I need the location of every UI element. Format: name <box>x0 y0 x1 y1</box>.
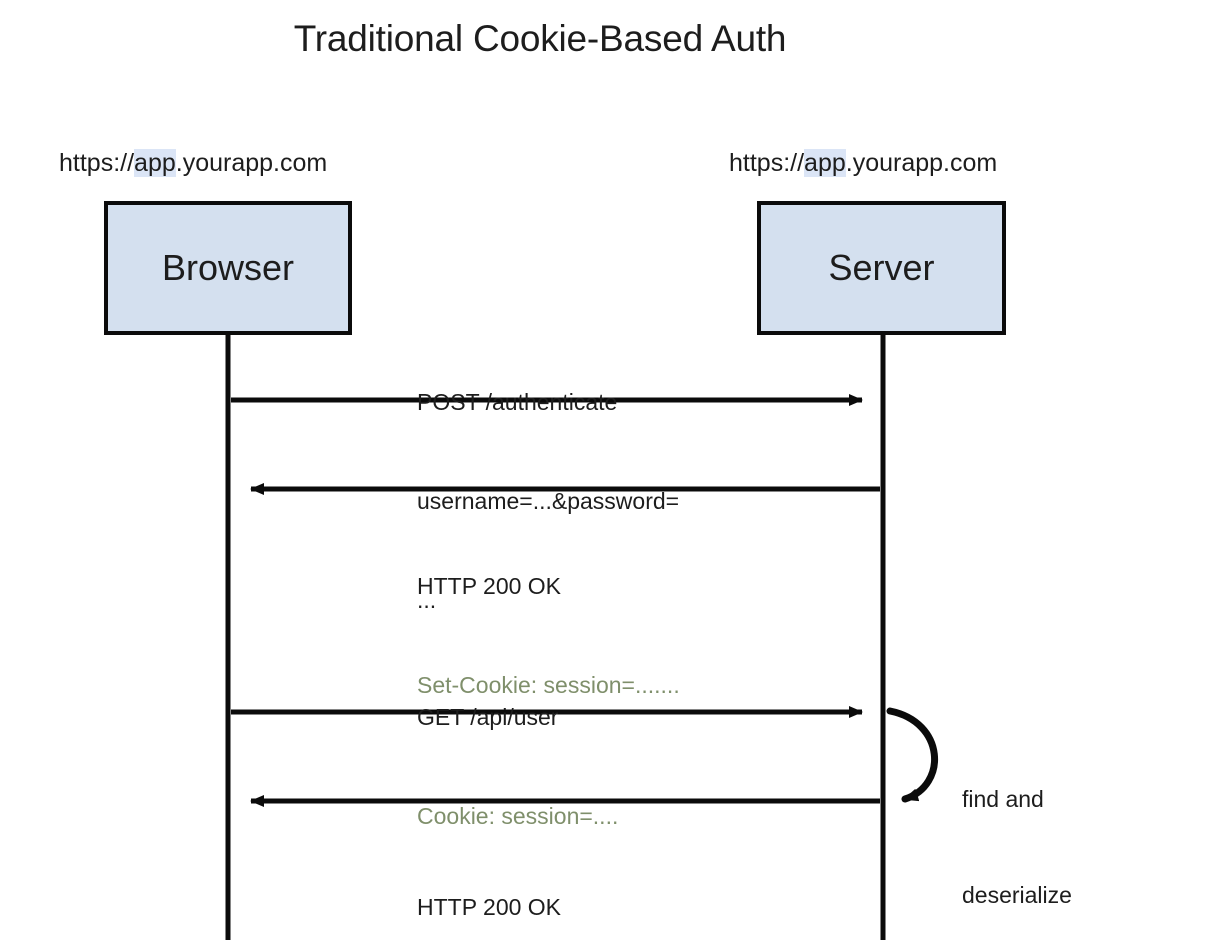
message-1-line-3: ... <box>417 587 437 613</box>
actor-box-server[interactable]: Server <box>757 201 1006 335</box>
actor-label-server: Server <box>828 247 935 288</box>
origin-prefix-server: https:// <box>729 149 805 177</box>
actor-box-browser[interactable]: Browser <box>104 201 352 335</box>
message-3-line-2: Cookie: session=.... <box>417 803 619 829</box>
origin-suffix-server: .yourapp.com <box>845 149 998 177</box>
self-loop-note-line-2: deserialize <box>962 882 1072 908</box>
origin-label-browser: https://app.yourapp.com <box>59 149 327 178</box>
message-label-2: HTTP 200 OK Set-Cookie: session=....... <box>417 504 680 768</box>
origin-suffix-browser: .yourapp.com <box>175 149 328 177</box>
self-loop-note-line-1: find and <box>962 786 1044 812</box>
origin-highlight-server: app <box>804 149 846 177</box>
origin-label-server: https://app.yourapp.com <box>729 149 997 178</box>
message-1-line-1: POST /authenticate <box>417 389 618 415</box>
message-2-line-2: Set-Cookie: session=....... <box>417 672 680 698</box>
message-label-3: GET /api/user Cookie: session=.... <box>417 635 618 899</box>
self-loop-note: find and deserialize session <box>962 719 1072 940</box>
origin-prefix-browser: https:// <box>59 149 135 177</box>
origin-highlight-browser: app <box>134 149 176 177</box>
message-3-line-1: GET /api/user <box>417 704 559 730</box>
message-2-line-1: HTTP 200 OK <box>417 573 562 599</box>
message-1-line-2: username=...&password= <box>417 488 680 514</box>
message-label-1: POST /authenticate username=...&password… <box>417 320 679 683</box>
actor-label-browser: Browser <box>161 247 295 288</box>
page-title: Traditional Cookie-Based Auth <box>293 18 787 59</box>
self-loop-arc <box>886 707 939 803</box>
message-4-line-1: HTTP 200 OK <box>417 894 562 920</box>
message-label-4: HTTP 200 OK { name: “foo” } <box>417 825 563 940</box>
